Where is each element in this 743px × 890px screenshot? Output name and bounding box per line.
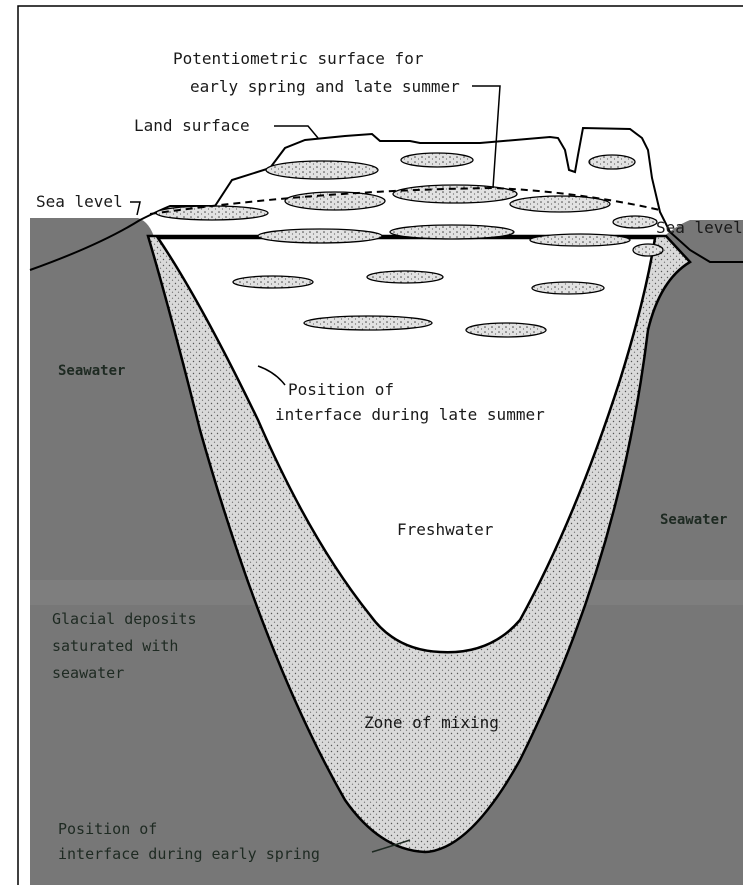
mixing-zone-label: Zone of mixing — [364, 713, 499, 732]
freshwater-label: Freshwater — [397, 520, 494, 539]
sea-level-left-label: Sea level — [36, 192, 123, 211]
sea-level-right-label: Sea level — [656, 218, 743, 237]
clay-lens — [633, 244, 663, 256]
seawater-left-label: Seawater — [58, 363, 125, 379]
land-surface-label: Land surface — [134, 116, 250, 135]
late-summer-label-line1: Position of — [288, 380, 394, 399]
potentiometric-label-line2: early spring and late summer — [190, 77, 460, 96]
glacial-label-line1: Glacial deposits — [52, 610, 197, 628]
early-spring-label-line1: Position of — [58, 820, 157, 838]
clay-lens — [532, 282, 604, 294]
clay-lens — [530, 234, 630, 246]
clay-lens — [613, 216, 657, 228]
clay-lens — [258, 229, 382, 243]
potentiometric-label-line1: Potentiometric surface for — [173, 49, 424, 68]
seawater-right-label: Seawater — [660, 512, 727, 528]
late-summer-label-line2: interface during late summer — [275, 405, 545, 424]
clay-lens — [466, 323, 546, 337]
clay-lens — [401, 153, 473, 167]
clay-lens — [367, 271, 443, 283]
clay-lens — [390, 225, 514, 239]
glacial-label-line3: seawater — [52, 664, 124, 682]
glacial-label-line2: saturated with — [52, 637, 178, 655]
clay-lens — [156, 206, 268, 220]
clay-lens — [304, 316, 432, 330]
clay-lens — [233, 276, 313, 288]
clay-lens — [589, 155, 635, 169]
clay-lens — [266, 161, 378, 179]
early-spring-label-line2: interface during early spring — [58, 845, 320, 863]
